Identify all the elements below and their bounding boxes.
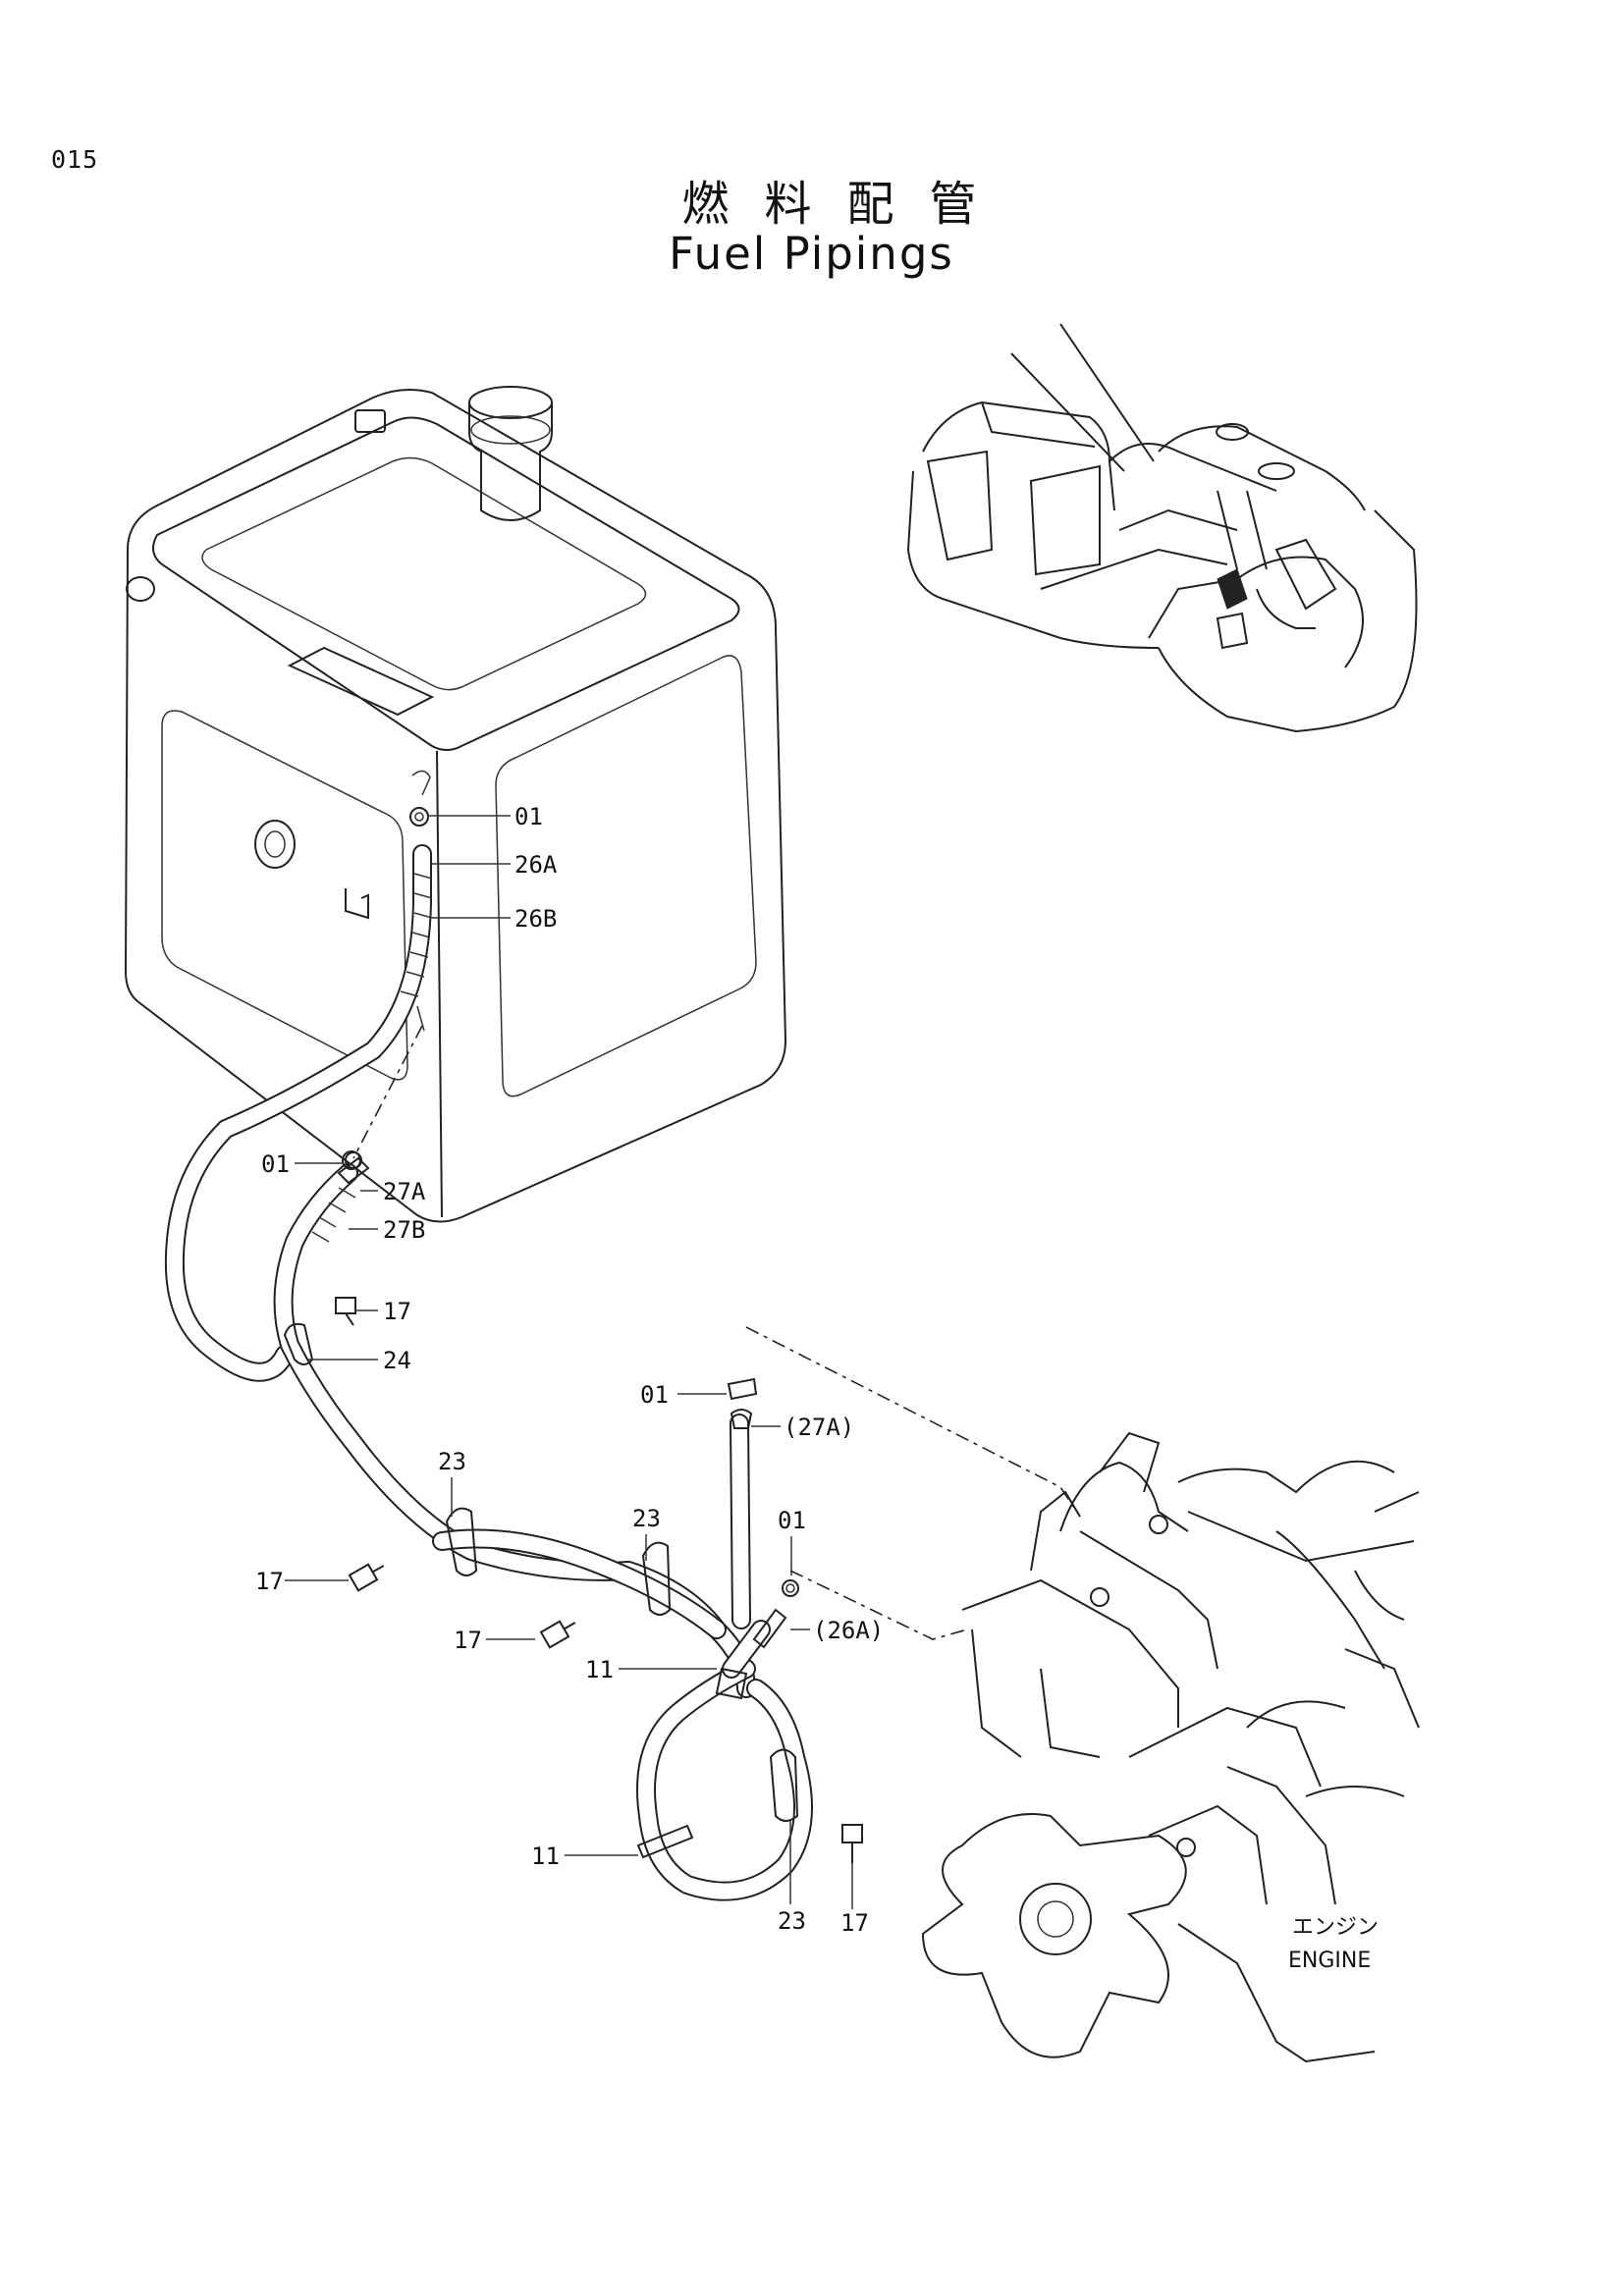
callout-26a-ref: (26A) (813, 1617, 884, 1644)
filler-cap (468, 386, 553, 521)
callout-23-c: 23 (778, 1907, 806, 1935)
callout-01-left: 01 (261, 1150, 290, 1178)
callout-labels: 01 26A 26B 01 27A 27B 17 24 01 (27A) 23 … (255, 803, 884, 1937)
engine: エンジン ENGINE (921, 1431, 1420, 2063)
leader-lines (285, 815, 853, 1909)
page-number: 015 (51, 145, 99, 174)
callout-26b: 26B (514, 905, 557, 933)
title-japanese: 燃料配管 (681, 177, 1012, 232)
engine-label-en: ENGINE (1288, 1949, 1371, 1973)
callout-01-right: 01 (778, 1507, 806, 1534)
callout-17-c: 17 (454, 1627, 482, 1654)
engine-fan (921, 1813, 1187, 2058)
callout-26a: 26A (514, 851, 558, 879)
callout-01-top: 01 (514, 803, 543, 830)
callout-23-b: 23 (632, 1505, 661, 1532)
bolts (335, 1297, 863, 1863)
level-gauge (254, 820, 296, 869)
engine-label-jp: エンジン (1292, 1915, 1379, 1940)
callout-27b: 27B (383, 1216, 425, 1244)
callout-27a-ref: (27A) (784, 1414, 854, 1441)
callout-11-a: 11 (585, 1656, 614, 1683)
callout-27a: 27A (383, 1178, 426, 1205)
callout-01-mid: 01 (640, 1381, 669, 1409)
fuel-tank (124, 386, 787, 1223)
excavator-location-inset (906, 323, 1418, 733)
callout-17-a: 17 (383, 1298, 411, 1325)
callout-23-a: 23 (438, 1448, 466, 1475)
nut-01-left (342, 1150, 361, 1170)
tank-fitting (409, 770, 431, 827)
hose-bands (636, 1667, 748, 1859)
callout-11-b: 11 (531, 1842, 560, 1870)
title-english: Fuel Pipings (669, 228, 954, 280)
pipe-end-27a (730, 1409, 753, 1429)
callout-17-d: 17 (840, 1909, 869, 1937)
fitting-26a-ref (752, 1579, 799, 1649)
fuel-hoses (164, 844, 813, 1901)
callout-17-b: 17 (255, 1568, 284, 1595)
callout-24: 24 (383, 1347, 411, 1374)
nut-01-mid (727, 1377, 758, 1401)
reference-line-lower (789, 1570, 968, 1640)
